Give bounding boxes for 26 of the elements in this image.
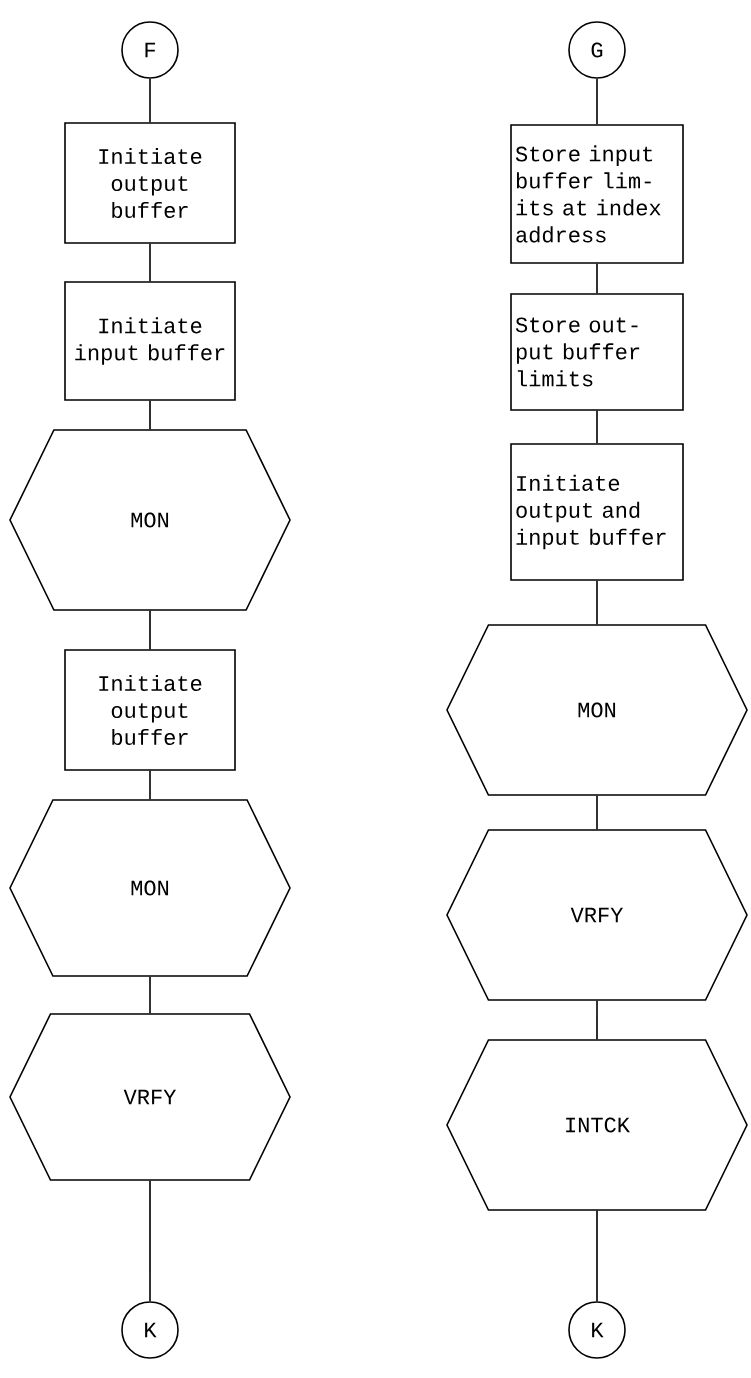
connector-line: [596, 1000, 598, 1040]
subroutine-hexagon: VRFY: [9, 1013, 291, 1181]
connector-line: [149, 610, 151, 650]
connector-line: [596, 263, 598, 294]
subroutine-hexagon: VRFY: [446, 829, 748, 1001]
connector-line: [149, 78, 151, 123]
connector-line: [596, 78, 598, 125]
subroutine-hexagon: MON: [9, 799, 291, 977]
connector-line: [596, 410, 598, 444]
process-box: Initiate output buffer: [64, 649, 236, 771]
process-box: Store input buffer lim- its at index address: [510, 124, 684, 264]
process-box: Initiate input buffer: [64, 281, 236, 401]
connector-line: [596, 795, 598, 830]
connector-line: [149, 1180, 151, 1302]
process-box: Initiate output and input buffer: [510, 443, 684, 581]
connector-line: [596, 1210, 598, 1302]
connector-line: [149, 243, 151, 282]
connector-line: [596, 580, 598, 625]
connector-line: [149, 400, 151, 430]
process-box: Store out- put buffer limits: [510, 293, 684, 411]
subroutine-hexagon: MON: [446, 624, 748, 796]
subroutine-hexagon: INTCK: [446, 1039, 748, 1211]
subroutine-hexagon: MON: [9, 429, 291, 611]
process-box: Initiate output buffer: [64, 122, 236, 244]
connector-line: [149, 976, 151, 1014]
connector-line: [149, 770, 151, 800]
